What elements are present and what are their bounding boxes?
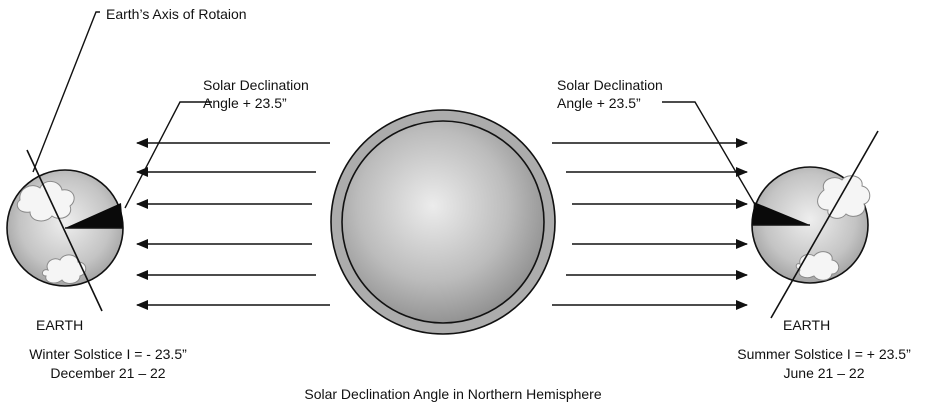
earth-axis-right <box>770 130 879 319</box>
left-declination-label-line2: Angle + 23.5” <box>203 95 287 111</box>
summer-solstice-label: Summer Solstice I = + 23.5” <box>737 346 911 362</box>
right-sunray-arrows <box>552 138 748 310</box>
cloud-icon <box>16 181 75 222</box>
left-sunray-arrows <box>136 138 330 310</box>
cloud-icon <box>795 251 840 281</box>
cloud-icon <box>817 175 871 219</box>
left-declination-label-line1: Solar Declination <box>203 77 309 93</box>
cloud-icon <box>41 254 87 284</box>
left-earth-label: EARTH <box>36 317 83 333</box>
diagram-caption: Solar Declination Angle in Northern Hemi… <box>304 386 601 402</box>
earth-axis-left <box>26 149 103 312</box>
winter-solstice-label: Winter Solstice I = - 23.5” <box>29 346 187 362</box>
right-declination-label-line1: Solar Declination <box>557 77 663 93</box>
declination-wedge <box>65 203 123 228</box>
winter-solstice-date: December 21 – 22 <box>50 365 165 381</box>
axis-label: Earth’s Axis of Rotaion <box>106 6 247 22</box>
leader-lines <box>32 11 758 209</box>
earth-summer-icon <box>751 166 871 284</box>
right-declination-label-line2: Angle + 23.5” <box>557 95 641 111</box>
right-earth-label: EARTH <box>783 317 830 333</box>
declination-wedge <box>752 202 810 225</box>
summer-solstice-date: June 21 – 22 <box>784 365 865 381</box>
earth-winter-icon <box>6 169 124 287</box>
sun-icon <box>330 109 556 335</box>
